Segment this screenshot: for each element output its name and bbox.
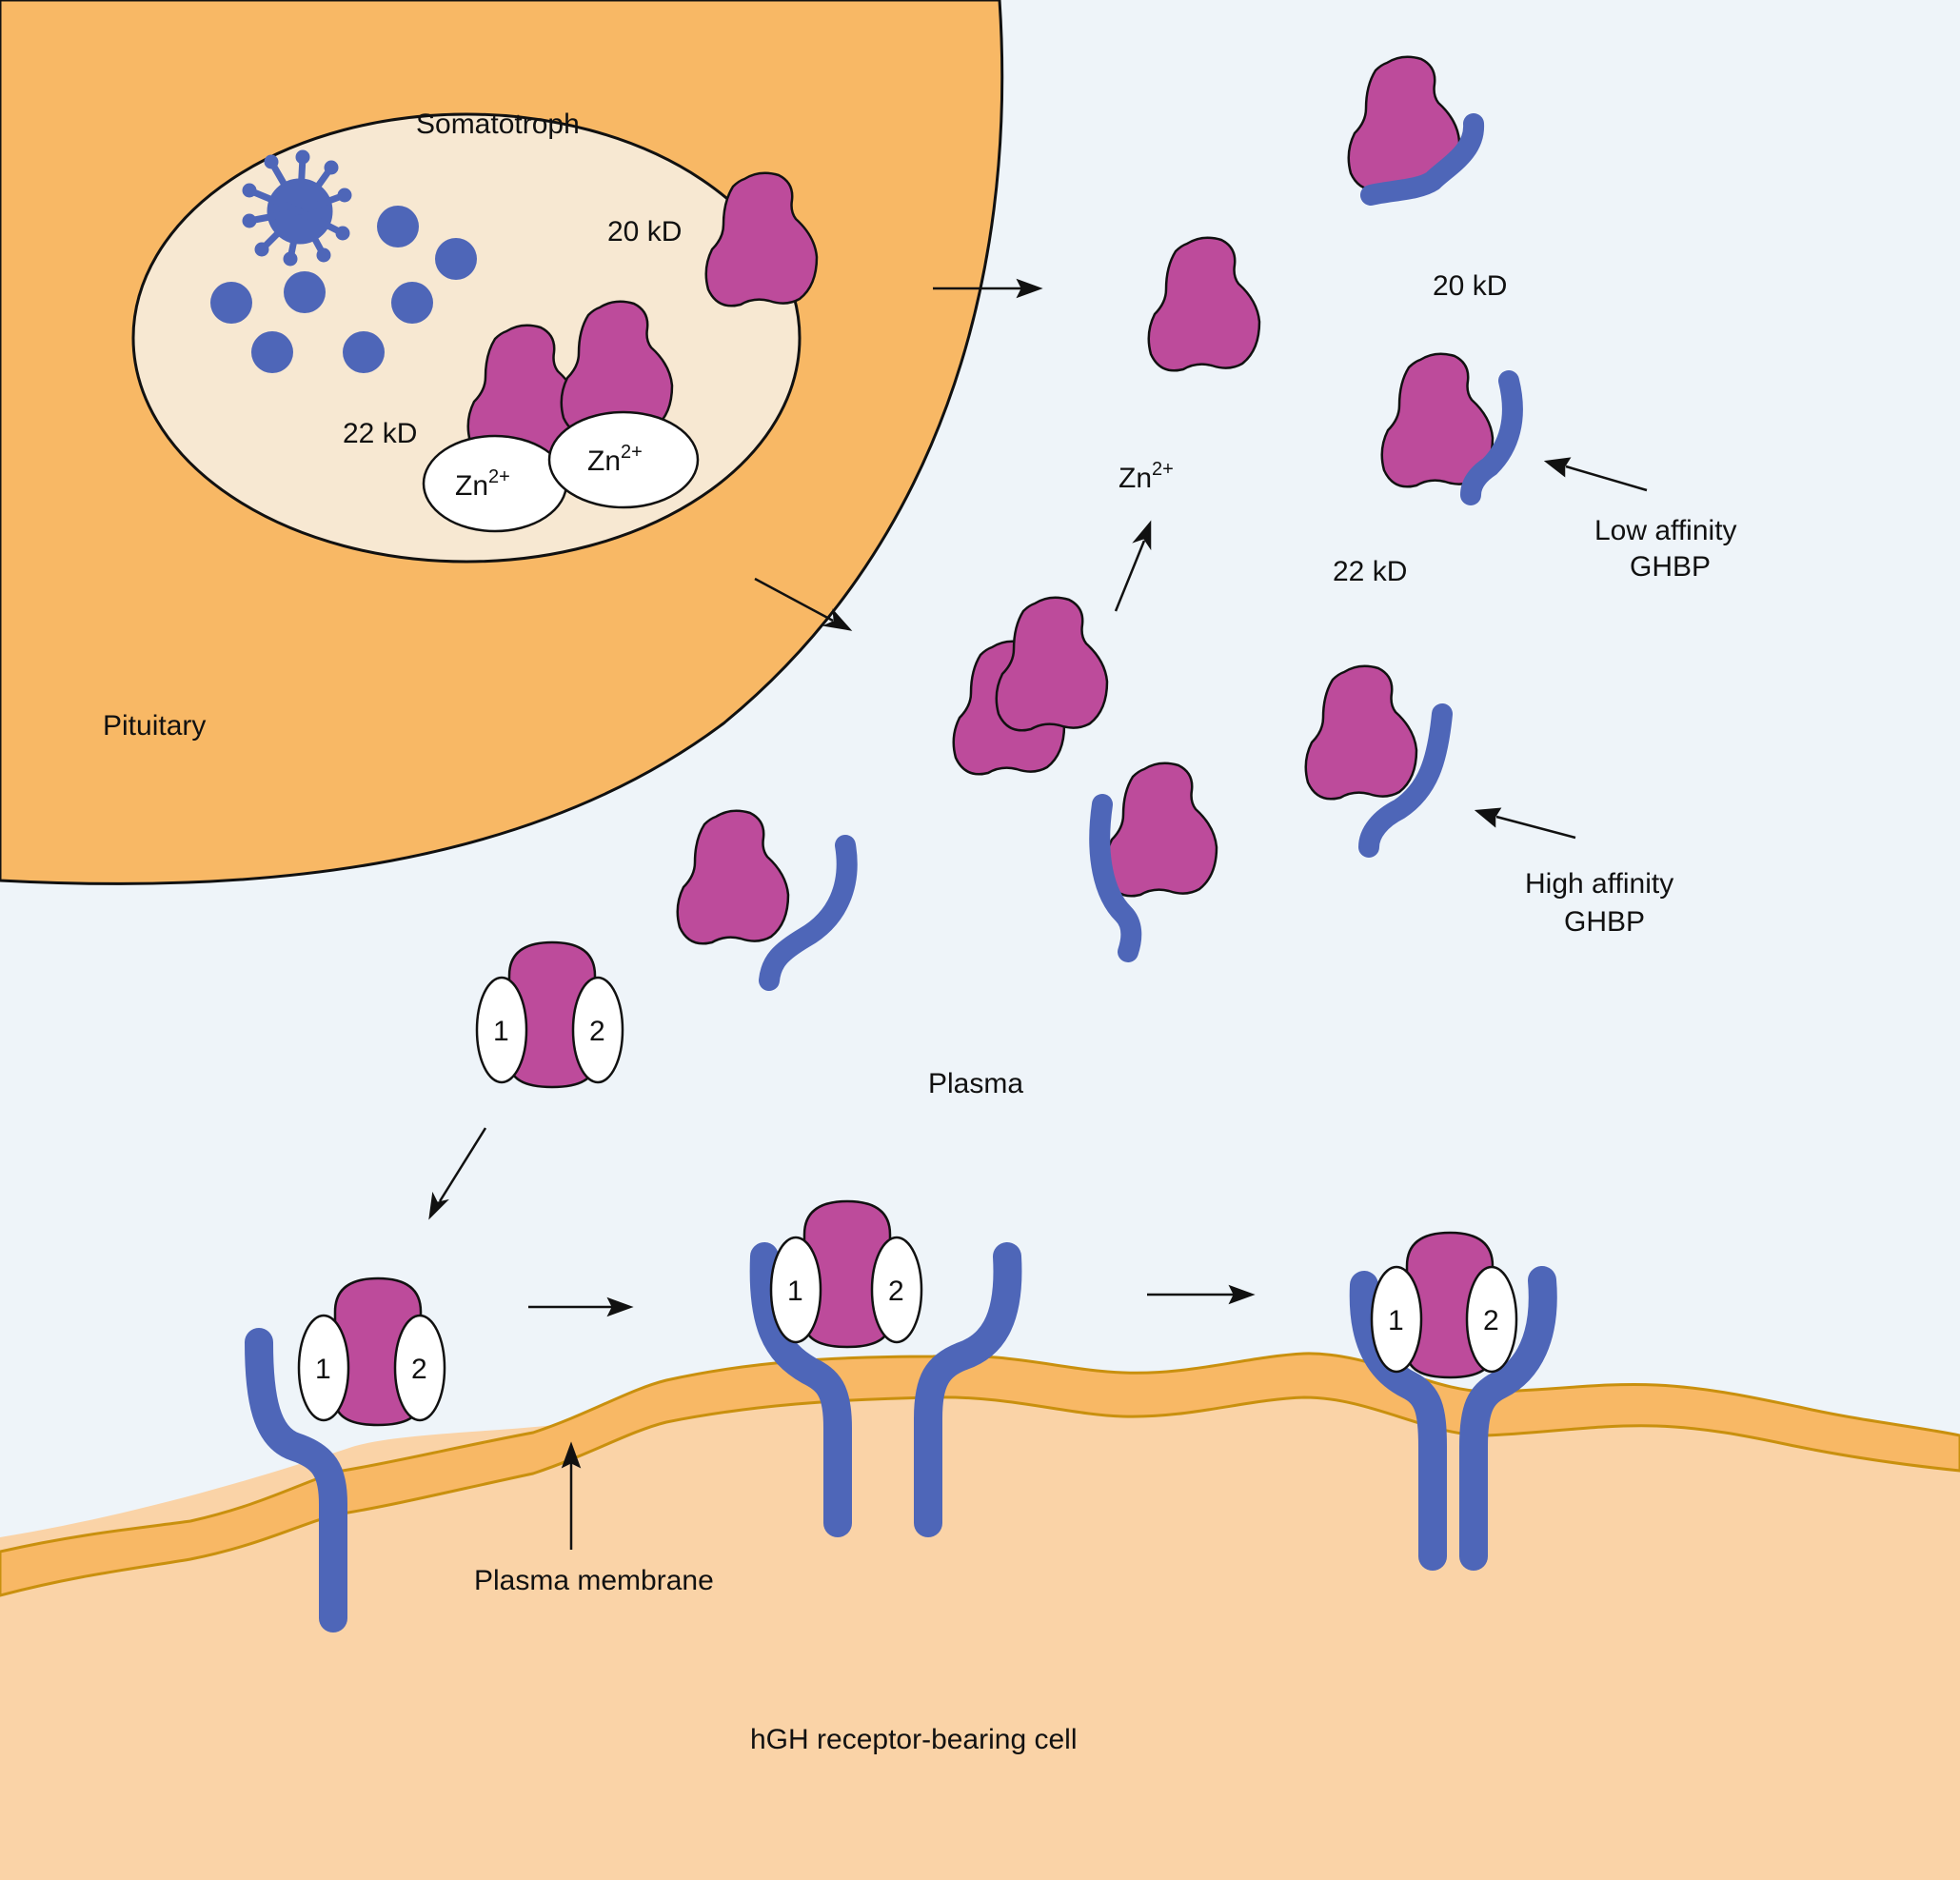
receptor-complex-step3 bbox=[1349, 1231, 1557, 1571]
label-20kd-cell: 20 kD bbox=[607, 216, 682, 247]
receptor-complex-step2 bbox=[749, 1199, 1022, 1537]
binding-site-2 bbox=[393, 1314, 446, 1422]
receptor-right bbox=[1459, 1266, 1557, 1571]
label-22kd-cell: 22 kD bbox=[343, 418, 417, 449]
hgh-with-binding-sites bbox=[475, 940, 624, 1089]
receptor-right bbox=[914, 1242, 1022, 1537]
ghbp-bound-mid bbox=[1089, 794, 1142, 962]
label-somatotroph: Somatotroph bbox=[416, 109, 580, 140]
site-number-1: 1 bbox=[787, 1276, 803, 1307]
label-zinc-a: Zn2+ bbox=[455, 466, 510, 502]
ghbp-high-affinity bbox=[1358, 703, 1453, 858]
arrow-high-affinity bbox=[1495, 815, 1576, 840]
receptor-left bbox=[1349, 1271, 1447, 1571]
binding-site-1 bbox=[1370, 1265, 1423, 1374]
receptor-complex-step1 bbox=[245, 1276, 446, 1633]
label-high-affinity-line1: High affinity bbox=[1525, 868, 1673, 900]
site-number-2: 2 bbox=[1483, 1305, 1499, 1336]
zinc-ion-b bbox=[547, 410, 700, 509]
ghbp-low-affinity bbox=[1460, 370, 1523, 505]
label-zinc-b: Zn2+ bbox=[587, 442, 643, 477]
label-low-affinity-line2: GHBP bbox=[1630, 551, 1711, 583]
arrow-to-membrane bbox=[438, 1127, 487, 1202]
ghbp-bound-left bbox=[759, 835, 858, 991]
arrows bbox=[428, 278, 1648, 1550]
superscript-2plus: 2+ bbox=[488, 466, 510, 487]
binding-site-2 bbox=[870, 1236, 923, 1344]
label-22kd-plasma: 22 kD bbox=[1333, 556, 1407, 587]
ghbp-20kd-top bbox=[1360, 113, 1484, 206]
secretory-granules bbox=[210, 206, 477, 373]
label-plasma-membrane: Plasma membrane bbox=[474, 1565, 714, 1596]
arrow-low-affinity bbox=[1565, 465, 1648, 492]
virus-like-particle bbox=[242, 149, 352, 267]
arrow-22kd-release bbox=[754, 577, 834, 623]
site-number-2: 2 bbox=[411, 1354, 427, 1385]
binding-site-2 bbox=[571, 976, 624, 1084]
site-number-2: 2 bbox=[589, 1016, 605, 1047]
binding-site-1 bbox=[769, 1236, 822, 1344]
site-number-1: 1 bbox=[493, 1016, 509, 1047]
label-pituitary: Pituitary bbox=[103, 710, 206, 742]
binding-site-1 bbox=[297, 1314, 350, 1422]
receptor-left bbox=[749, 1242, 852, 1537]
site-number-2: 2 bbox=[888, 1276, 904, 1307]
label-20kd-plasma: 20 kD bbox=[1433, 270, 1507, 302]
label-plasma: Plasma bbox=[928, 1068, 1023, 1099]
site-number-1: 1 bbox=[315, 1354, 331, 1385]
superscript-2plus: 2+ bbox=[1152, 459, 1174, 480]
receptor-monomer bbox=[245, 1328, 347, 1633]
arrow-zinc-dissociation bbox=[1114, 540, 1146, 612]
label-high-affinity-line2: GHBP bbox=[1564, 906, 1645, 938]
binding-site-2 bbox=[1465, 1265, 1518, 1374]
label-receptor-cell: hGH receptor-bearing cell bbox=[750, 1724, 1078, 1755]
label-low-affinity-line1: Low affinity bbox=[1594, 515, 1737, 546]
site-number-1: 1 bbox=[1388, 1305, 1404, 1336]
superscript-2plus: 2+ bbox=[621, 442, 643, 463]
label-zinc-free: Zn2+ bbox=[1119, 459, 1174, 494]
binding-site-1 bbox=[475, 976, 528, 1084]
